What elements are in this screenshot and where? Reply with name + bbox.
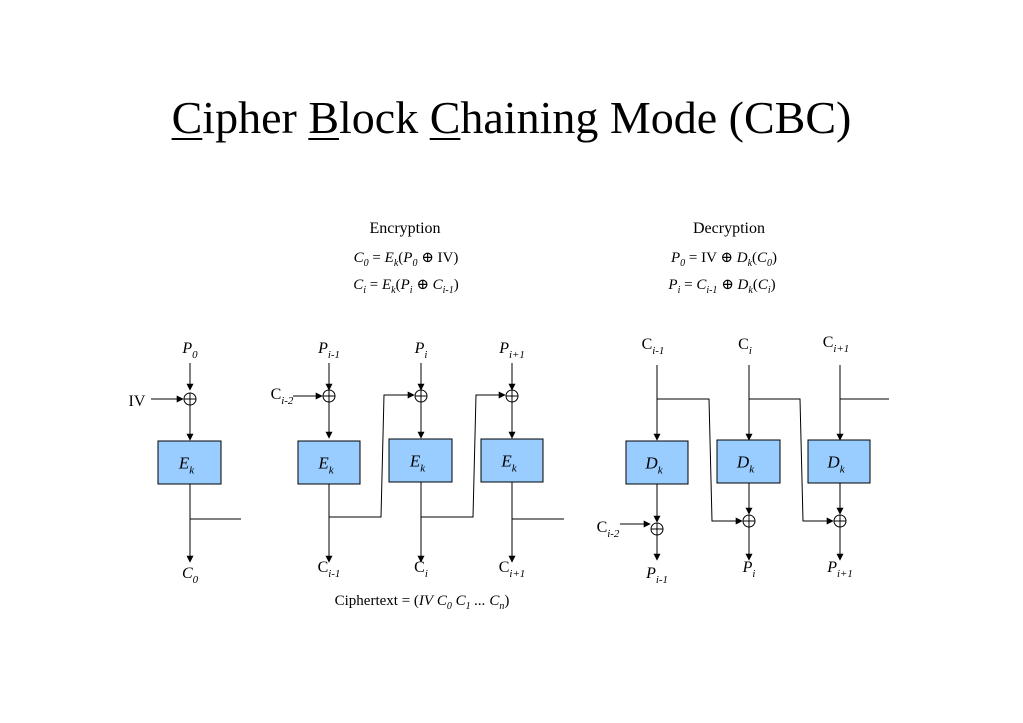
plaintext-label: Pi-1 xyxy=(645,565,668,586)
formula: P0​ = IV ⊕ Dk​(C0​) xyxy=(670,250,777,269)
ciphertext-label: Ci xyxy=(738,336,752,357)
plaintext-label: Pi xyxy=(742,559,756,580)
cipher-block: Dk xyxy=(807,439,871,484)
xor-icon xyxy=(414,389,428,403)
ciphertext-label: Ci+1 xyxy=(499,559,525,580)
ciphertext-label: C0 xyxy=(182,565,199,586)
chain-wire xyxy=(657,398,743,525)
xor-icon xyxy=(742,514,756,528)
chain-wire xyxy=(329,391,415,518)
feedback-label: Ci-2 xyxy=(597,519,620,540)
block-label: Ek xyxy=(317,454,334,477)
title-part: C xyxy=(429,92,461,143)
block-label: Dk xyxy=(644,454,663,477)
iv-label: IV xyxy=(129,393,146,410)
title-part: haining Mode (CBC) xyxy=(460,92,852,143)
decryption-heading: Decryption xyxy=(693,220,765,237)
xor-icon xyxy=(650,522,664,536)
plaintext-label: P0 xyxy=(181,340,198,361)
ciphertext-label: Ci-1 xyxy=(318,559,341,580)
block-label: Ek xyxy=(178,454,195,477)
title-part: ipher xyxy=(202,92,309,143)
xor-icon xyxy=(505,389,519,403)
cipher-block: Ek xyxy=(388,438,453,483)
cipher-block: Dk xyxy=(625,440,689,485)
xor-icon xyxy=(322,389,336,403)
formula: Ci​ = Ek​(Pi​ ⊕ Ci-1​) xyxy=(353,277,459,296)
encryption-heading: Encryption xyxy=(369,220,440,237)
cipher-block: Ek xyxy=(480,438,544,483)
block-label: Ek xyxy=(500,452,517,475)
plaintext-label: Pi+1 xyxy=(826,559,853,580)
cipher-block: Ek xyxy=(297,440,361,485)
plaintext-label: Pi+1 xyxy=(498,340,525,361)
cipher-block: Dk xyxy=(716,439,781,484)
xor-icon xyxy=(833,514,847,528)
feedback-label: Ci-2 xyxy=(271,386,294,407)
plaintext-label: Pi xyxy=(414,340,428,361)
ciphertext-label: Ci-1 xyxy=(642,336,665,357)
ciphertext-label: Ci xyxy=(414,559,428,580)
title-part: C xyxy=(171,92,203,143)
xor-icon xyxy=(183,392,197,406)
title-text: Cipher Block Chaining Mode (CBC) xyxy=(172,92,852,143)
chain-wire xyxy=(421,391,506,518)
plaintext-label: Pi-1 xyxy=(317,340,340,361)
title-part: B xyxy=(308,92,339,143)
slide-title: Cipher Block Chaining Mode (CBC) xyxy=(0,88,1023,148)
title-part: lock xyxy=(339,92,430,143)
ciphertext-label: Ci+1 xyxy=(823,334,849,355)
chain-wire xyxy=(749,398,834,525)
ciphertext-caption: Ciphertext = (IV C0​ C1​ ... Cn​) xyxy=(335,593,510,612)
block-label: Ek xyxy=(409,452,426,475)
formula: C0​ = Ek​(P0​ ⊕ IV) xyxy=(354,250,459,269)
cipher-block: Ek xyxy=(157,440,222,485)
block-label: Dk xyxy=(736,453,755,476)
formula: Pi​ = Ci-1​ ⊕ Dk​(Ci​) xyxy=(667,277,775,296)
block-label: Dk xyxy=(826,453,845,476)
